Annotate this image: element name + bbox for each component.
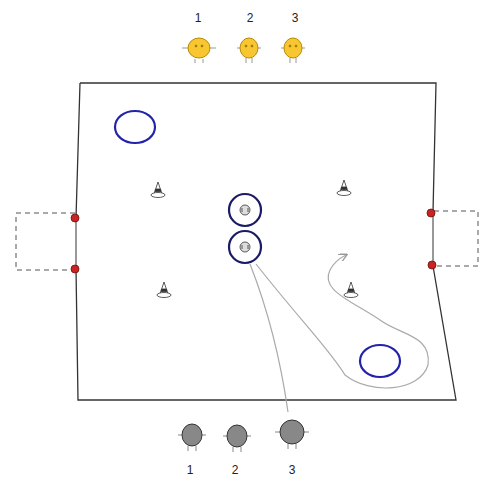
callout-number: 1 [187,464,194,476]
dribble-line [256,255,428,388]
cones [151,180,358,298]
callout-number: 2 [247,12,254,24]
yellow-players [182,38,305,63]
target-zones [115,111,400,377]
callout-number: 3 [289,464,296,476]
pitch-outline [76,83,456,400]
callout-number: 3 [292,12,299,24]
callout-number: 2 [232,464,239,476]
goal-left [16,213,75,270]
player-icons [240,205,250,252]
callout-number: 1 [195,12,202,24]
run-line [250,264,288,412]
grey-players [178,420,309,452]
goal-right [434,211,478,266]
